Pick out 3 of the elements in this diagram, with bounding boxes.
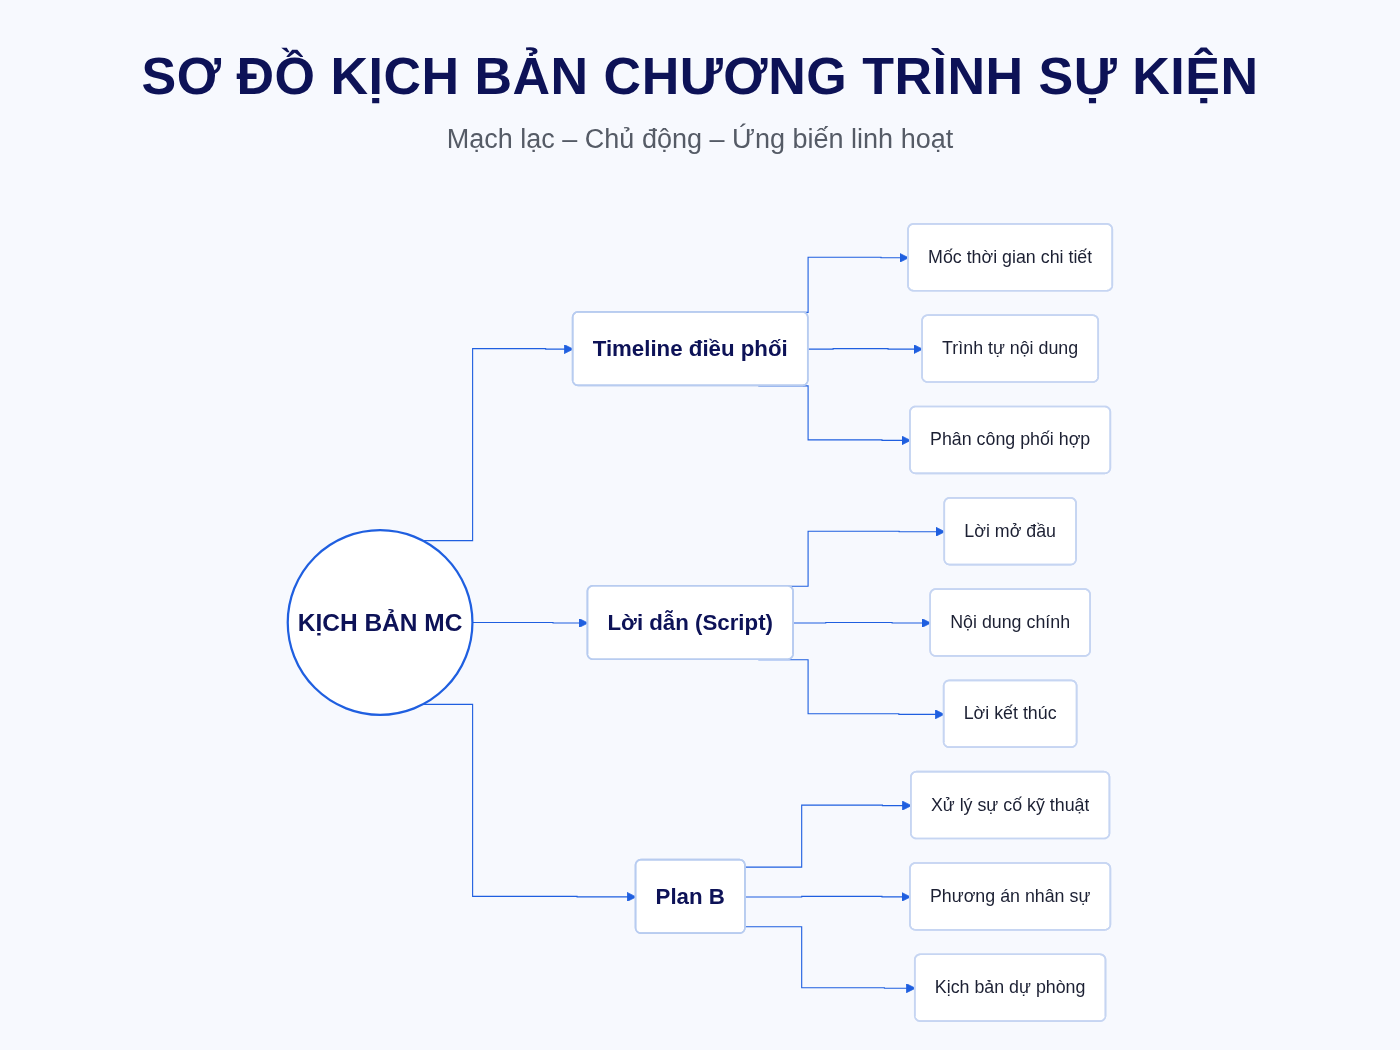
node-circle: KỊCH BẢN MC — [286, 529, 474, 716]
subtitle: Mạch lạc – Chủ động – Ứng biến linh hoạt — [446, 124, 954, 155]
title: SƠ ĐỒ KỊCH BẢN CHƯƠNG TRÌNH SỰ KIỆN — [141, 46, 1259, 106]
